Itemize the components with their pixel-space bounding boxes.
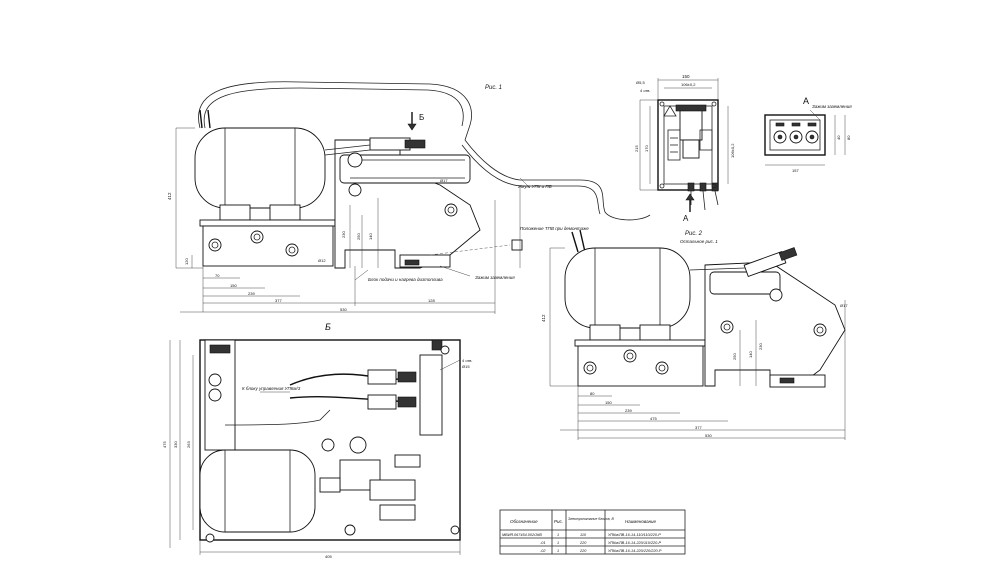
fig2-dim-b5: 377 (695, 425, 702, 430)
fig1-view-arrow-label: Б (419, 113, 424, 122)
fig1-fitting-1 (208, 238, 222, 252)
fig1-dim-b7: 128 (428, 298, 435, 303)
view-b-title: Б (325, 322, 331, 332)
fig1-harness-label: Жгут УПК и ПВ (517, 184, 552, 189)
fig1-dim-d2: 140 (368, 233, 373, 240)
fig2-dim-d2: 140 (748, 351, 753, 358)
table-cell-r2c0: -02 (540, 549, 546, 553)
control-box-dim-hole: Ø5,5 (636, 80, 645, 85)
fig1-dim-b6: 530 (340, 307, 347, 312)
view-b-dim-w: 405 (325, 554, 332, 559)
view-b-plan (169, 339, 461, 555)
table-cell-r2c1: 1 (557, 549, 559, 553)
table-cell-r1c3: УПКм/ЛВ-16-14-220/110/220-Р (608, 541, 662, 545)
view-a-housing (764, 114, 826, 156)
spec-table (499, 509, 686, 555)
fig1-dim-b1: 70 (215, 273, 220, 278)
fig2-tank (564, 247, 691, 329)
table-cell-r0c3: УПКм/ЛВ-16-14-110/110/220-Р (608, 533, 661, 537)
fig1-dim-left: 412 (167, 192, 172, 200)
fig1-tank (194, 127, 326, 209)
control-box-dim-h1: 215 (634, 145, 639, 152)
fig1-dim-top: Ø17 (440, 178, 448, 183)
fig1-ground-label: Зажим заземления (475, 275, 515, 280)
fig2-dim-b3: 239 (625, 408, 632, 413)
view-b-holes-label: 4 отв. (462, 358, 473, 363)
table-cell-r1c0: -01 (540, 541, 546, 545)
table-header-designation: Обозначение (510, 519, 538, 524)
fig1-dim-b3: 239 (248, 291, 255, 296)
fig1-fitting-2 (250, 230, 264, 244)
fig1-dim-mid: 120 (184, 258, 189, 265)
table-cell-r2c3: УПКм/ЛВ-16-14-220/220/220-Р (608, 549, 662, 553)
table-cell-r0c1: 1 (557, 533, 559, 537)
view-b-control-label: К блоку управления УПКм/3 (242, 386, 301, 391)
table-cell-r1c2: 220 (579, 541, 587, 545)
fig1-fitting-3 (285, 243, 299, 257)
fig1-side-view (175, 81, 651, 314)
table-header-fig: Рис. (554, 519, 563, 524)
table-cell-r0c0: МВИЯ.067454.002ОКВ (502, 533, 542, 537)
fig1-caption: Рис. 1 (485, 85, 502, 91)
table-cell-r2c2: 220 (579, 549, 587, 553)
table-cell-r1c1: 1 (557, 541, 559, 545)
fig2-caption: Рис. 2 (685, 231, 703, 237)
view-a-dim-h2: 40 (836, 135, 841, 140)
view-b-pump (349, 436, 367, 454)
fig2-dim-left: 412 (541, 314, 546, 322)
view-b-dim-d: Ø15 (462, 364, 470, 369)
view-b-tank (199, 449, 316, 533)
view-a-panel (764, 109, 846, 166)
view-b-dim-h2: 330 (173, 441, 178, 448)
table-cell-r0c2: 110 (580, 533, 587, 537)
table-header-name: Наименование (625, 519, 657, 524)
fig2-dim-d1: 250 (732, 353, 737, 360)
fig1-dim-b2: 150 (230, 283, 237, 288)
view-a-ground-label: Зажим заземления (812, 104, 852, 109)
fig1-block-label: Блок подачи и нагрева дизтоплива (368, 277, 443, 282)
fig1-dim-d3: 230 (341, 231, 346, 238)
fig2-dim-b4: 475 (650, 416, 657, 421)
fig2-dim-d3: 230 (758, 343, 763, 350)
fig1-dim-b5: 377 (275, 298, 282, 303)
fig2-dim-top: Ø17 (840, 303, 848, 308)
control-box-view-arrow: А (683, 214, 689, 223)
view-a-dim-w: 157 (792, 168, 799, 173)
warning-icon (663, 105, 677, 117)
view-b-frame (199, 339, 461, 541)
table-header-power: Электропитание блоков, В (568, 517, 614, 521)
view-a-title: А (803, 96, 809, 106)
control-box-dim-top2: 106±0,2 (681, 82, 696, 87)
fig1-dim-d4: 250 (356, 233, 361, 240)
control-box-dim-holes: 4 отв. (640, 88, 651, 93)
fig2-side-view (549, 229, 846, 440)
fig1-harness (464, 139, 651, 221)
fig2-dim-b6: 530 (705, 433, 712, 438)
fig1-hose-loop (198, 81, 472, 141)
fig2-dim-b2: 150 (605, 400, 612, 405)
control-box-dim-h2: 170 (644, 145, 649, 152)
view-a-dim-h: 80 (846, 135, 851, 140)
fig1-tpv-label: Положение ТПВ при демонтаже (520, 226, 589, 231)
control-box-dim-h3: 106±0,2 (730, 143, 735, 158)
view-b-dim-h1: 475 (162, 441, 167, 448)
control-box-front (639, 78, 729, 212)
fig2-dim-b1: 80 (590, 391, 595, 396)
fig1-dim-d1: Ø12 (318, 258, 326, 263)
fig2-subcaption: Остальное рис. 1 (680, 239, 718, 244)
view-b-dim-h3: 263 (186, 441, 191, 448)
control-box-dim-top: 150 (682, 74, 690, 79)
